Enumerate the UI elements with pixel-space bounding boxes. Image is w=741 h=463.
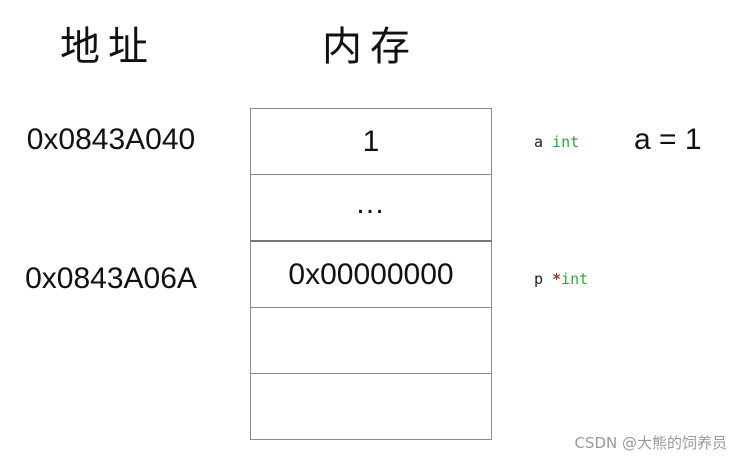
- variable-name: a: [534, 133, 544, 151]
- memory-cell-value: 1: [362, 124, 380, 158]
- memory-cell-value: 0x00000000: [288, 257, 454, 291]
- memory-cell-3: [250, 307, 492, 374]
- address-heading: 地址: [60, 24, 156, 70]
- memory-cell-0: 1: [250, 108, 492, 175]
- variable-name: p: [534, 270, 544, 288]
- address-label-0: 0x0843A040: [26, 123, 196, 156]
- memory-heading: 内存: [322, 24, 418, 70]
- memory-cell-1: …: [250, 174, 492, 241]
- watermark: CSDN @大熊的饲养员: [574, 434, 727, 452]
- memory-cell-2: 0x00000000: [250, 240, 492, 308]
- address-label-1: 0x0843A06A: [25, 262, 197, 295]
- variable-p-label: p *int: [534, 270, 588, 288]
- value-annotation: a = 1: [634, 123, 702, 156]
- variable-a-label: a int: [534, 133, 579, 151]
- type-keyword: int: [552, 133, 580, 151]
- memory-cell-ellipsis: …: [355, 186, 387, 220]
- pointer-star: *: [552, 270, 562, 288]
- memory-cell-4: [250, 373, 492, 440]
- memory-block: 1 … 0x00000000: [250, 108, 494, 441]
- type-keyword: int: [561, 270, 589, 288]
